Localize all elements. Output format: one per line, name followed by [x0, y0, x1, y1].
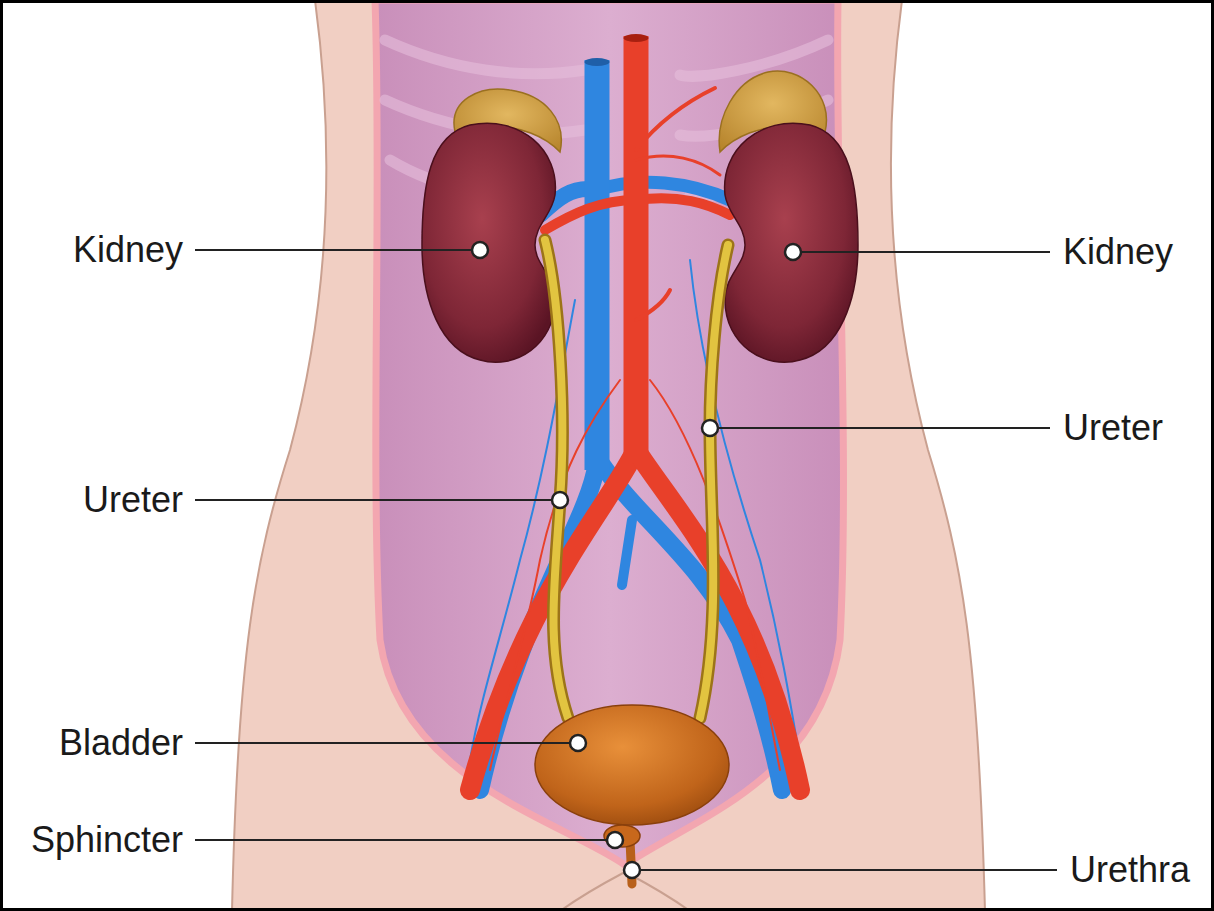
bladder-organ	[535, 705, 729, 825]
sphincter-muscle	[604, 825, 640, 847]
leader-lines	[195, 250, 1057, 870]
part-label: Ureter	[83, 479, 183, 521]
part-label: Kidney	[73, 229, 183, 271]
kidney-organ	[422, 123, 555, 362]
part-label: Ureter	[1063, 407, 1163, 449]
kidney-organ	[725, 123, 858, 362]
body-silhouette	[232, 0, 985, 911]
part-label: Bladder	[59, 722, 183, 764]
vein-opening	[585, 58, 610, 66]
leader-dots	[472, 242, 801, 878]
artery-opening	[624, 34, 649, 42]
part-label: Sphincter	[31, 819, 183, 861]
ureters	[545, 240, 728, 718]
part-label: Kidney	[1063, 231, 1173, 273]
part-label: Urethra	[1070, 849, 1190, 891]
leg-crease	[560, 872, 690, 911]
